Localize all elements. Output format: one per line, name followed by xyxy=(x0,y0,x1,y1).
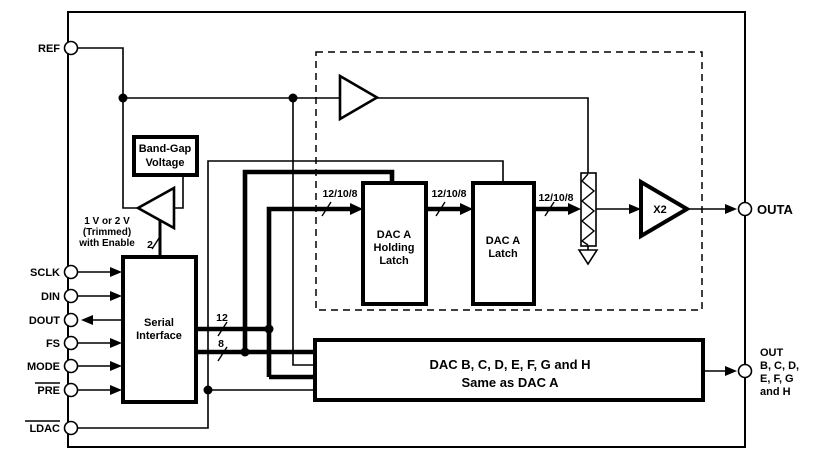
bus12108-label-1: 12/10/8 xyxy=(322,188,357,200)
din-pin-circle xyxy=(63,288,79,304)
resistor-in-arrow xyxy=(568,203,581,215)
dout-pin-label: DOUT xyxy=(29,315,60,327)
fs-pin-label: FS xyxy=(46,338,60,350)
resistor-zigzag xyxy=(580,173,596,246)
bus12-slash xyxy=(217,321,228,337)
out-bh-arrow xyxy=(725,366,737,376)
sclk-arrow xyxy=(110,267,122,277)
bus12108-slash-2 xyxy=(435,201,446,217)
out-bh-label-4: and H xyxy=(760,386,791,398)
bus12108-slash-1 xyxy=(321,201,332,217)
bus12108-label-2: 12/10/8 xyxy=(431,188,466,200)
bus8-branch xyxy=(242,169,395,352)
mode-pin-circle xyxy=(63,358,79,374)
holding-label-3: Latch xyxy=(379,255,409,267)
dacb-label-2: Same as DAC A xyxy=(461,375,559,390)
holding-label-1: DAC A xyxy=(377,229,411,241)
junction-ldac xyxy=(203,385,213,395)
ref-wire xyxy=(77,47,139,209)
serial-label-1: Serial xyxy=(144,317,174,329)
din-arrow xyxy=(110,291,122,301)
bandgap-block xyxy=(132,135,199,177)
dac-a-channel-dashed-box xyxy=(315,51,703,311)
bus8-label: 8 xyxy=(218,338,224,350)
ref-pin-label: REF xyxy=(38,43,60,55)
ldac-pin-circle xyxy=(63,420,79,436)
out-bh-pin-circle xyxy=(737,363,753,379)
reference-amp-triangle xyxy=(135,185,176,231)
sclk-pin-circle xyxy=(63,264,79,280)
x2-in-arrow xyxy=(629,204,641,214)
bus12-vertical xyxy=(266,206,352,377)
bus12-label: 12 xyxy=(216,312,228,324)
bandgap-to-amp-wire xyxy=(174,175,184,209)
resistor-ground-arrow-icon xyxy=(577,249,599,266)
out-bh-label-1: OUT xyxy=(760,347,784,359)
holding-label-2: Holding xyxy=(374,242,415,254)
mode-arrow xyxy=(110,361,122,371)
x2-label: X2 xyxy=(653,204,666,216)
pre-pin-label: PRE xyxy=(37,385,60,397)
bandgap-label-1: Band-Gap xyxy=(139,143,192,155)
ref-note-2: (Trimmed) xyxy=(83,227,131,238)
outa-pin-circle xyxy=(737,201,753,217)
ref-to-dacb-wire xyxy=(292,98,315,366)
junction-ref-buffer xyxy=(288,93,298,103)
ref-note-3: with Enable xyxy=(78,238,135,249)
dout-pin-circle xyxy=(63,312,79,328)
chip-boundary xyxy=(67,11,746,448)
latch-in-arrow xyxy=(460,203,473,215)
dac-b-h-block xyxy=(313,338,705,402)
ldac-wire xyxy=(77,160,504,429)
latch-label-2: Latch xyxy=(488,248,518,260)
bus12108-slash-3 xyxy=(544,201,555,217)
junction-bus12 xyxy=(264,324,274,334)
x2-amp-triangle xyxy=(639,178,691,240)
junction-ref-top xyxy=(118,93,128,103)
latch-label-1: DAC A xyxy=(486,235,520,247)
bus12-arrow xyxy=(350,203,363,215)
fs-pin-circle xyxy=(63,335,79,351)
dacb-label-1: DAC B, C, D, E, F, G and H xyxy=(429,357,590,372)
din-pin-label: DIN xyxy=(41,291,60,303)
fs-arrow xyxy=(110,338,122,348)
mode-pin-label: MODE xyxy=(27,361,60,373)
buffer-amp-triangle xyxy=(338,73,380,122)
ref-note-1: 1 V or 2 V xyxy=(84,216,130,227)
out-bh-label-2: B, C, D, xyxy=(760,360,799,372)
outa-arrow xyxy=(725,204,737,214)
bus2-label: 2 xyxy=(147,239,153,251)
serial-label-2: Interface xyxy=(136,330,182,342)
sclk-pin-label: SCLK xyxy=(30,267,60,279)
bandgap-label-2: Voltage xyxy=(146,157,185,169)
pre-pin-circle xyxy=(63,382,79,398)
serial-interface-block xyxy=(121,255,198,404)
outa-label: OUTA xyxy=(757,202,793,217)
bus8-slash xyxy=(217,346,228,362)
buffer-out-wire xyxy=(377,97,589,173)
out-bh-label-3: E, F, G xyxy=(760,373,794,385)
pre-arrow xyxy=(110,385,122,395)
dac-a-holding-latch-block xyxy=(361,181,428,306)
dac-a-latch-block xyxy=(471,181,536,306)
bus2-slash xyxy=(151,234,162,250)
ref-pin-circle xyxy=(63,40,79,56)
bus12108-label-3: 12/10/8 xyxy=(538,192,573,204)
ldac-pin-label: LDAC xyxy=(29,423,60,435)
junction-bus8 xyxy=(240,347,250,357)
dout-arrow xyxy=(81,315,93,325)
